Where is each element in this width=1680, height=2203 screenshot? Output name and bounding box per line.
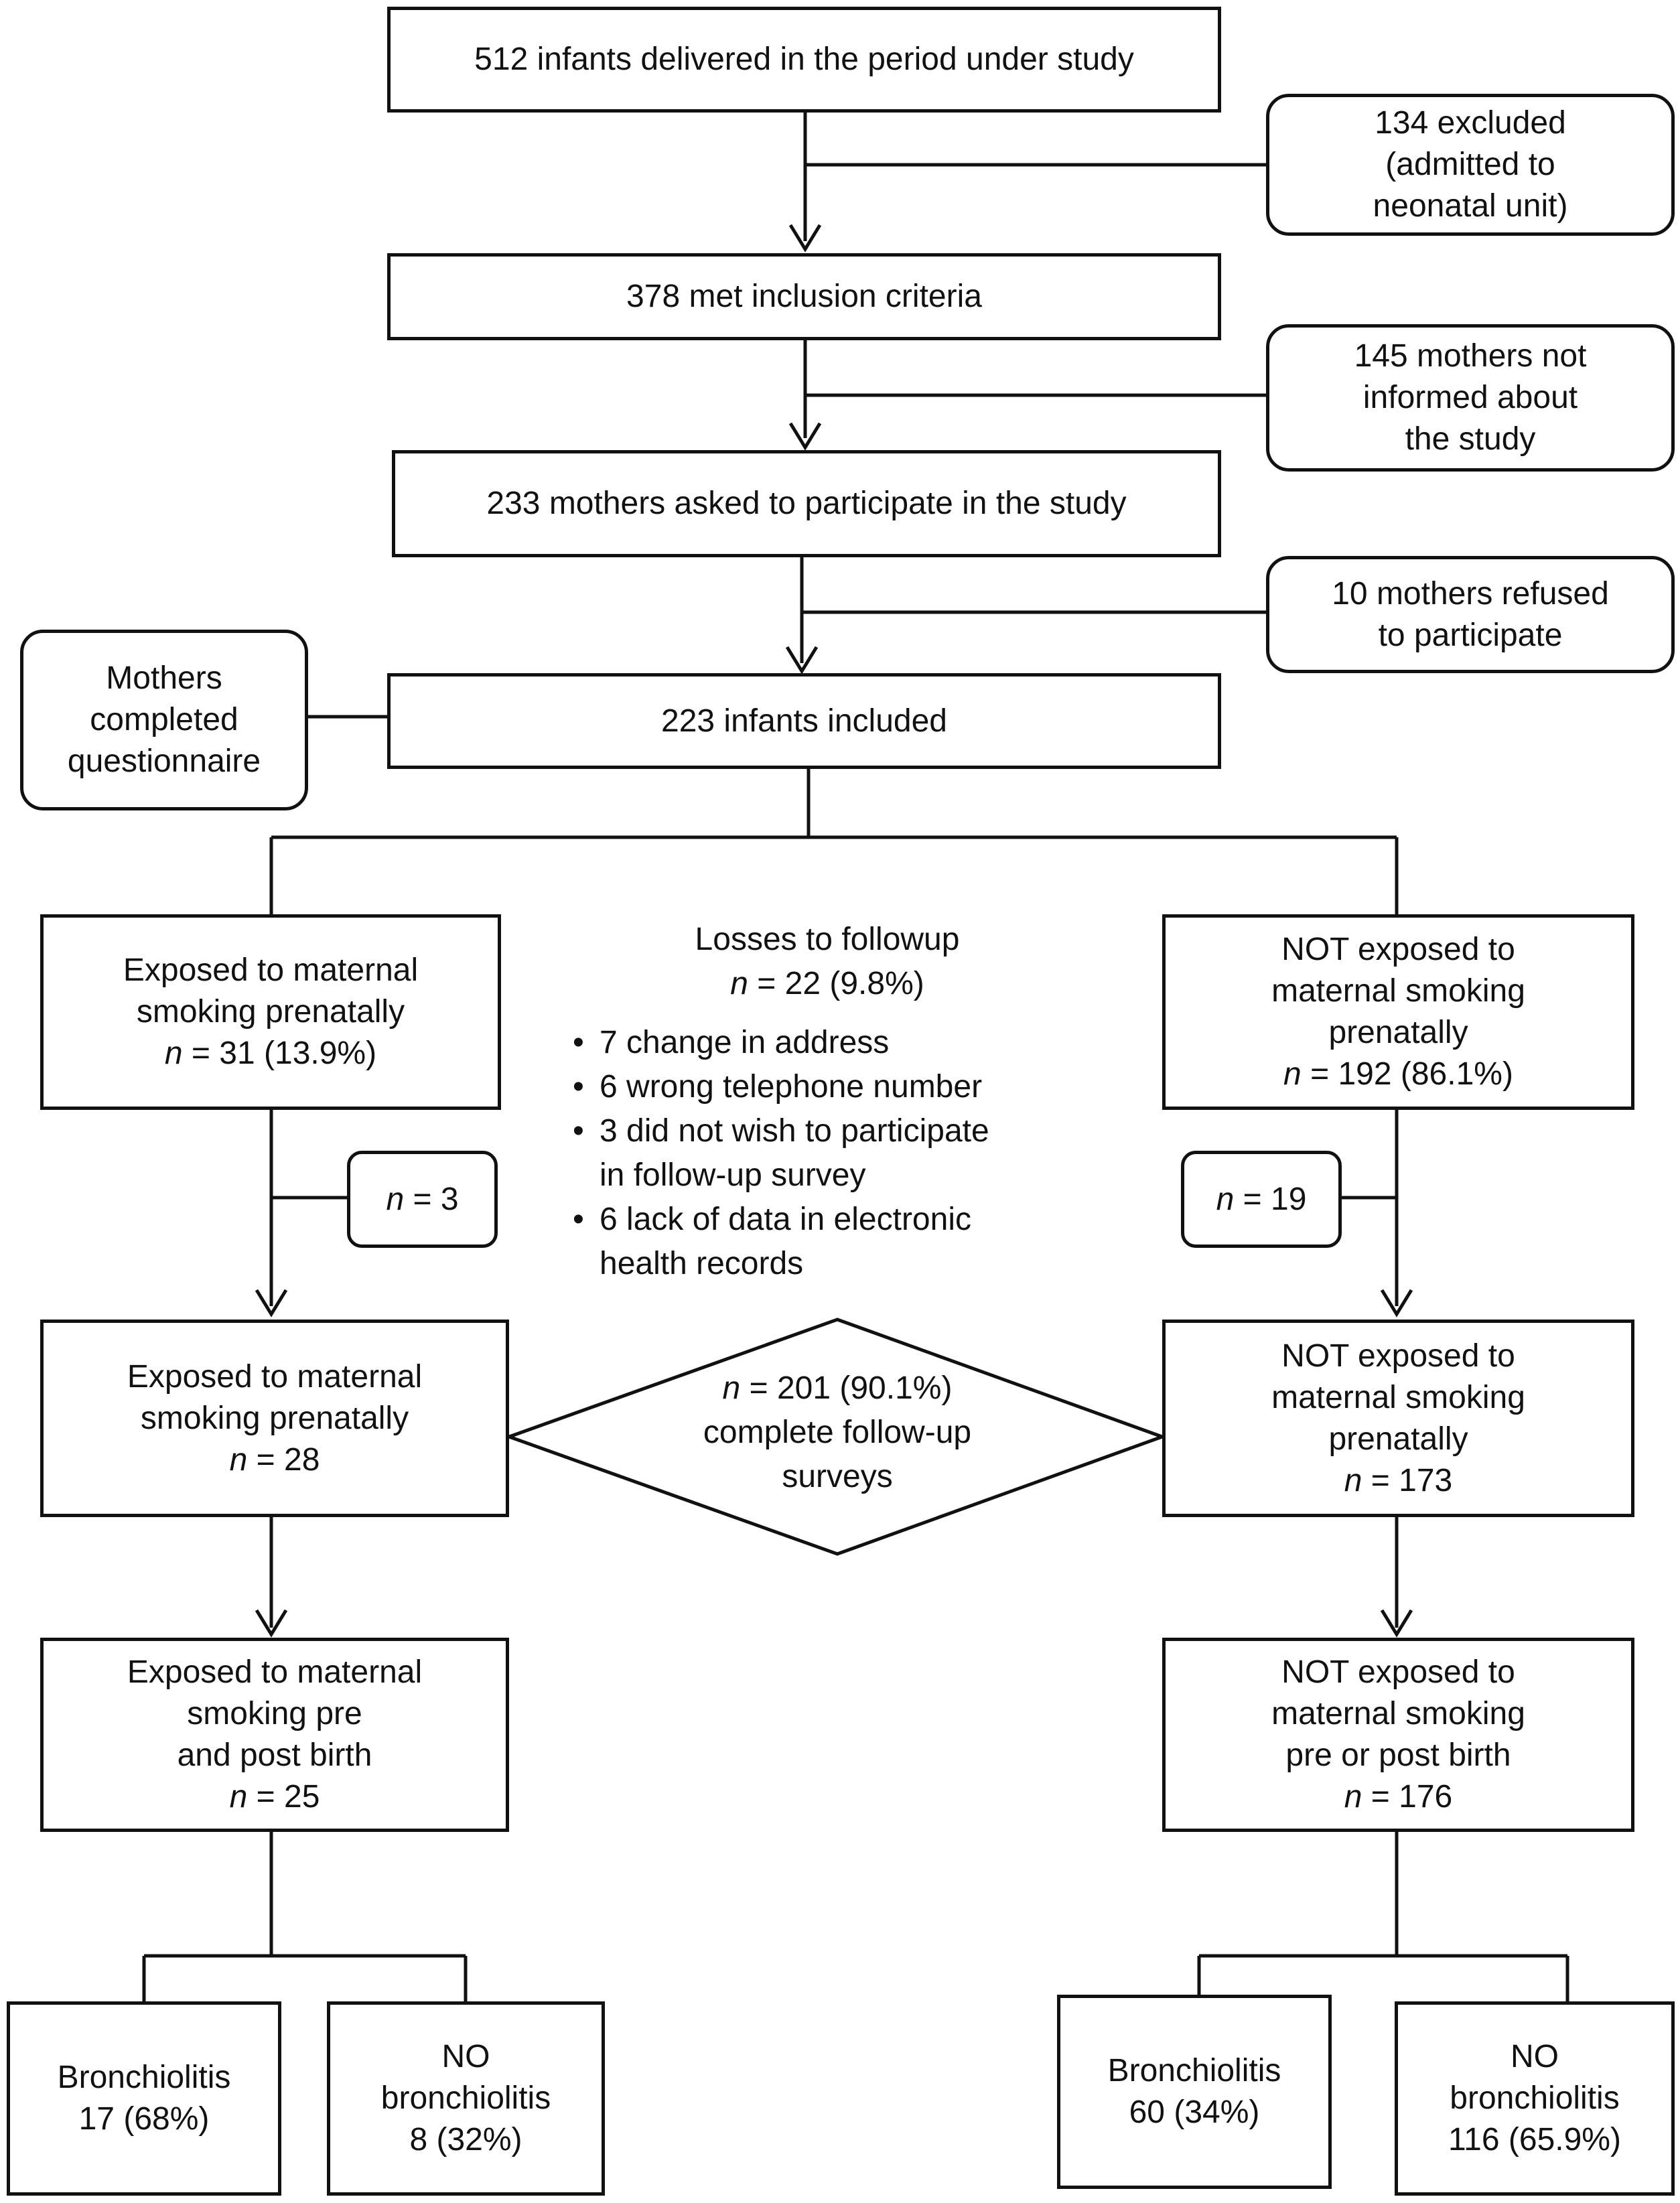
- exposed-followup-box: Exposed to maternal smoking prenatally n…: [40, 1320, 509, 1517]
- not-exposed-no-bronchiolitis-label: bronchiolitis: [1450, 2080, 1620, 2116]
- exposed-prenatal-box: Exposed to maternal smoking prenatally n…: [40, 914, 501, 1110]
- losses-item: •6 lack of data in electronic: [573, 1202, 971, 1237]
- excluded-box: 134 excluded (admitted to neonatal unit): [1266, 94, 1675, 236]
- losses-item: •6 wrong telephone number: [573, 1069, 983, 1105]
- complete-line-2: surveys: [782, 1459, 893, 1494]
- not-exposed-followup-n: n = 173: [1344, 1462, 1453, 1498]
- not-exposed-bronchiolitis-label: Bronchiolitis: [1107, 2053, 1281, 2088]
- not-exposed-prenatal-n: n = 192 (86.1%): [1283, 1056, 1513, 1092]
- complete-n: n = 201 (90.1%): [722, 1370, 953, 1406]
- asked-text: 233 mothers asked to participate in the …: [486, 486, 1127, 521]
- exposed-prenatal-n: n = 31 (13.9%): [164, 1036, 377, 1071]
- exposed-bronchiolitis-count: 17 (68%): [78, 2101, 210, 2137]
- losses-item: •7 change in address: [573, 1025, 890, 1060]
- delivered-text: 512 infants delivered in the period unde…: [474, 42, 1134, 77]
- not-exposed-no-bronchiolitis-box: NO bronchiolitis 116 (65.9%): [1395, 2001, 1675, 2196]
- included-box: 223 infants included: [387, 673, 1221, 769]
- not-exposed-pre-post-n: n = 176: [1344, 1779, 1453, 1815]
- losses-item-continuation: in follow-up survey: [600, 1157, 866, 1193]
- excluded-line-1: 134 excluded: [1375, 105, 1566, 141]
- exposed-pre-post-line-3: and post birth: [177, 1737, 372, 1773]
- loss-left-box: n = 3: [347, 1151, 498, 1248]
- exposed-bronchiolitis-label: Bronchiolitis: [57, 2060, 231, 2095]
- questionnaire-line-2: completed: [90, 702, 238, 737]
- losses-item: •3 did not wish to participate: [573, 1113, 989, 1149]
- exposed-followup-line-2: smoking prenatally: [140, 1400, 409, 1436]
- exposed-pre-post-line-1: Exposed to maternal: [127, 1654, 423, 1690]
- refused-line-2: to participate: [1378, 617, 1563, 653]
- not-exposed-prenatal-line-2: maternal smoking: [1271, 973, 1525, 1009]
- not-exposed-prenatal-line-1: NOT exposed to: [1281, 932, 1515, 967]
- exposed-no-bronchiolitis-count: 8 (32%): [409, 2122, 522, 2157]
- refused-box: 10 mothers refused to participate: [1266, 556, 1675, 673]
- delivered-box: 512 infants delivered in the period unde…: [387, 7, 1221, 113]
- complete-line-1: complete follow-up: [703, 1415, 972, 1450]
- loss-left-n: n = 3: [386, 1181, 459, 1217]
- refused-line-1: 10 mothers refused: [1332, 575, 1609, 612]
- not-exposed-followup-line-2: maternal smoking: [1271, 1379, 1525, 1415]
- exposed-prenatal-line-1: Exposed to maternal: [123, 952, 419, 988]
- not-exposed-pre-post-line-1: NOT exposed to: [1281, 1654, 1515, 1690]
- excluded-line-2: (admitted to: [1385, 147, 1555, 182]
- exposed-prenatal-line-2: smoking prenatally: [136, 994, 405, 1029]
- not-exposed-no-label: NO: [1511, 2039, 1559, 2074]
- loss-right-box: n = 19: [1181, 1151, 1342, 1248]
- included-text: 223 infants included: [661, 703, 947, 739]
- not-exposed-bronchiolitis-count: 60 (34%): [1129, 2094, 1260, 2130]
- exposed-followup-line-1: Exposed to maternal: [127, 1358, 423, 1395]
- exposed-pre-post-n: n = 25: [229, 1779, 320, 1815]
- not-exposed-pre-post-box: NOT exposed to maternal smoking pre or p…: [1162, 1638, 1634, 1832]
- asked-box: 233 mothers asked to participate in the …: [392, 450, 1221, 557]
- complete-followup-text: n = 201 (90.1%) complete follow-up surve…: [603, 1366, 1072, 1499]
- not-exposed-bronchiolitis-box: Bronchiolitis 60 (34%): [1057, 1995, 1332, 2189]
- not-exposed-prenatal-line-3: prenatally: [1328, 1015, 1468, 1050]
- not-exposed-pre-post-line-3: pre or post birth: [1285, 1737, 1511, 1773]
- questionnaire-box: Mothers completed questionnaire: [20, 630, 308, 810]
- questionnaire-line-1: Mothers: [106, 660, 222, 696]
- exposed-followup-n: n = 28: [229, 1441, 320, 1478]
- not-exposed-followup-box: NOT exposed to maternal smoking prenatal…: [1162, 1320, 1634, 1517]
- arrowhead: [788, 224, 822, 253]
- losses-n: n = 22 (9.8%): [730, 966, 924, 1001]
- not-exposed-prenatal-box: NOT exposed to maternal smoking prenatal…: [1162, 914, 1634, 1110]
- not-exposed-no-bronchiolitis-count: 116 (65.9%): [1448, 2122, 1621, 2157]
- not-informed-line-1: 145 mothers not: [1354, 338, 1587, 374]
- exposed-no-bronchiolitis-box: NO bronchiolitis 8 (32%): [327, 2001, 605, 2196]
- not-informed-box: 145 mothers not informed about the study: [1266, 324, 1675, 472]
- exposed-bronchiolitis-box: Bronchiolitis 17 (68%): [7, 2001, 281, 2196]
- losses-block: Losses to followup n = 22 (9.8%) •7 chan…: [573, 918, 1082, 1286]
- exposed-no-bronchiolitis-label: bronchiolitis: [380, 2080, 551, 2116]
- loss-right-n: n = 19: [1216, 1181, 1307, 1217]
- inclusion-text: 378 met inclusion criteria: [626, 279, 982, 314]
- losses-item-continuation: health records: [600, 1246, 804, 1281]
- not-informed-line-3: the study: [1405, 421, 1536, 457]
- follow-up-diamond: [504, 1318, 1168, 1556]
- not-exposed-followup-line-1: NOT exposed to: [1281, 1338, 1515, 1374]
- exposed-pre-post-line-2: smoking pre: [187, 1696, 362, 1731]
- exposed-pre-post-box: Exposed to maternal smoking pre and post…: [40, 1638, 509, 1832]
- excluded-line-3: neonatal unit): [1373, 188, 1568, 224]
- not-exposed-pre-post-line-2: maternal smoking: [1271, 1696, 1525, 1731]
- losses-title: Losses to followup: [695, 922, 960, 957]
- not-exposed-followup-line-3: prenatally: [1328, 1421, 1468, 1457]
- not-informed-line-2: informed about: [1362, 380, 1578, 415]
- inclusion-box: 378 met inclusion criteria: [387, 253, 1221, 340]
- questionnaire-line-3: questionnaire: [67, 743, 261, 779]
- exposed-no-label: NO: [441, 2039, 490, 2074]
